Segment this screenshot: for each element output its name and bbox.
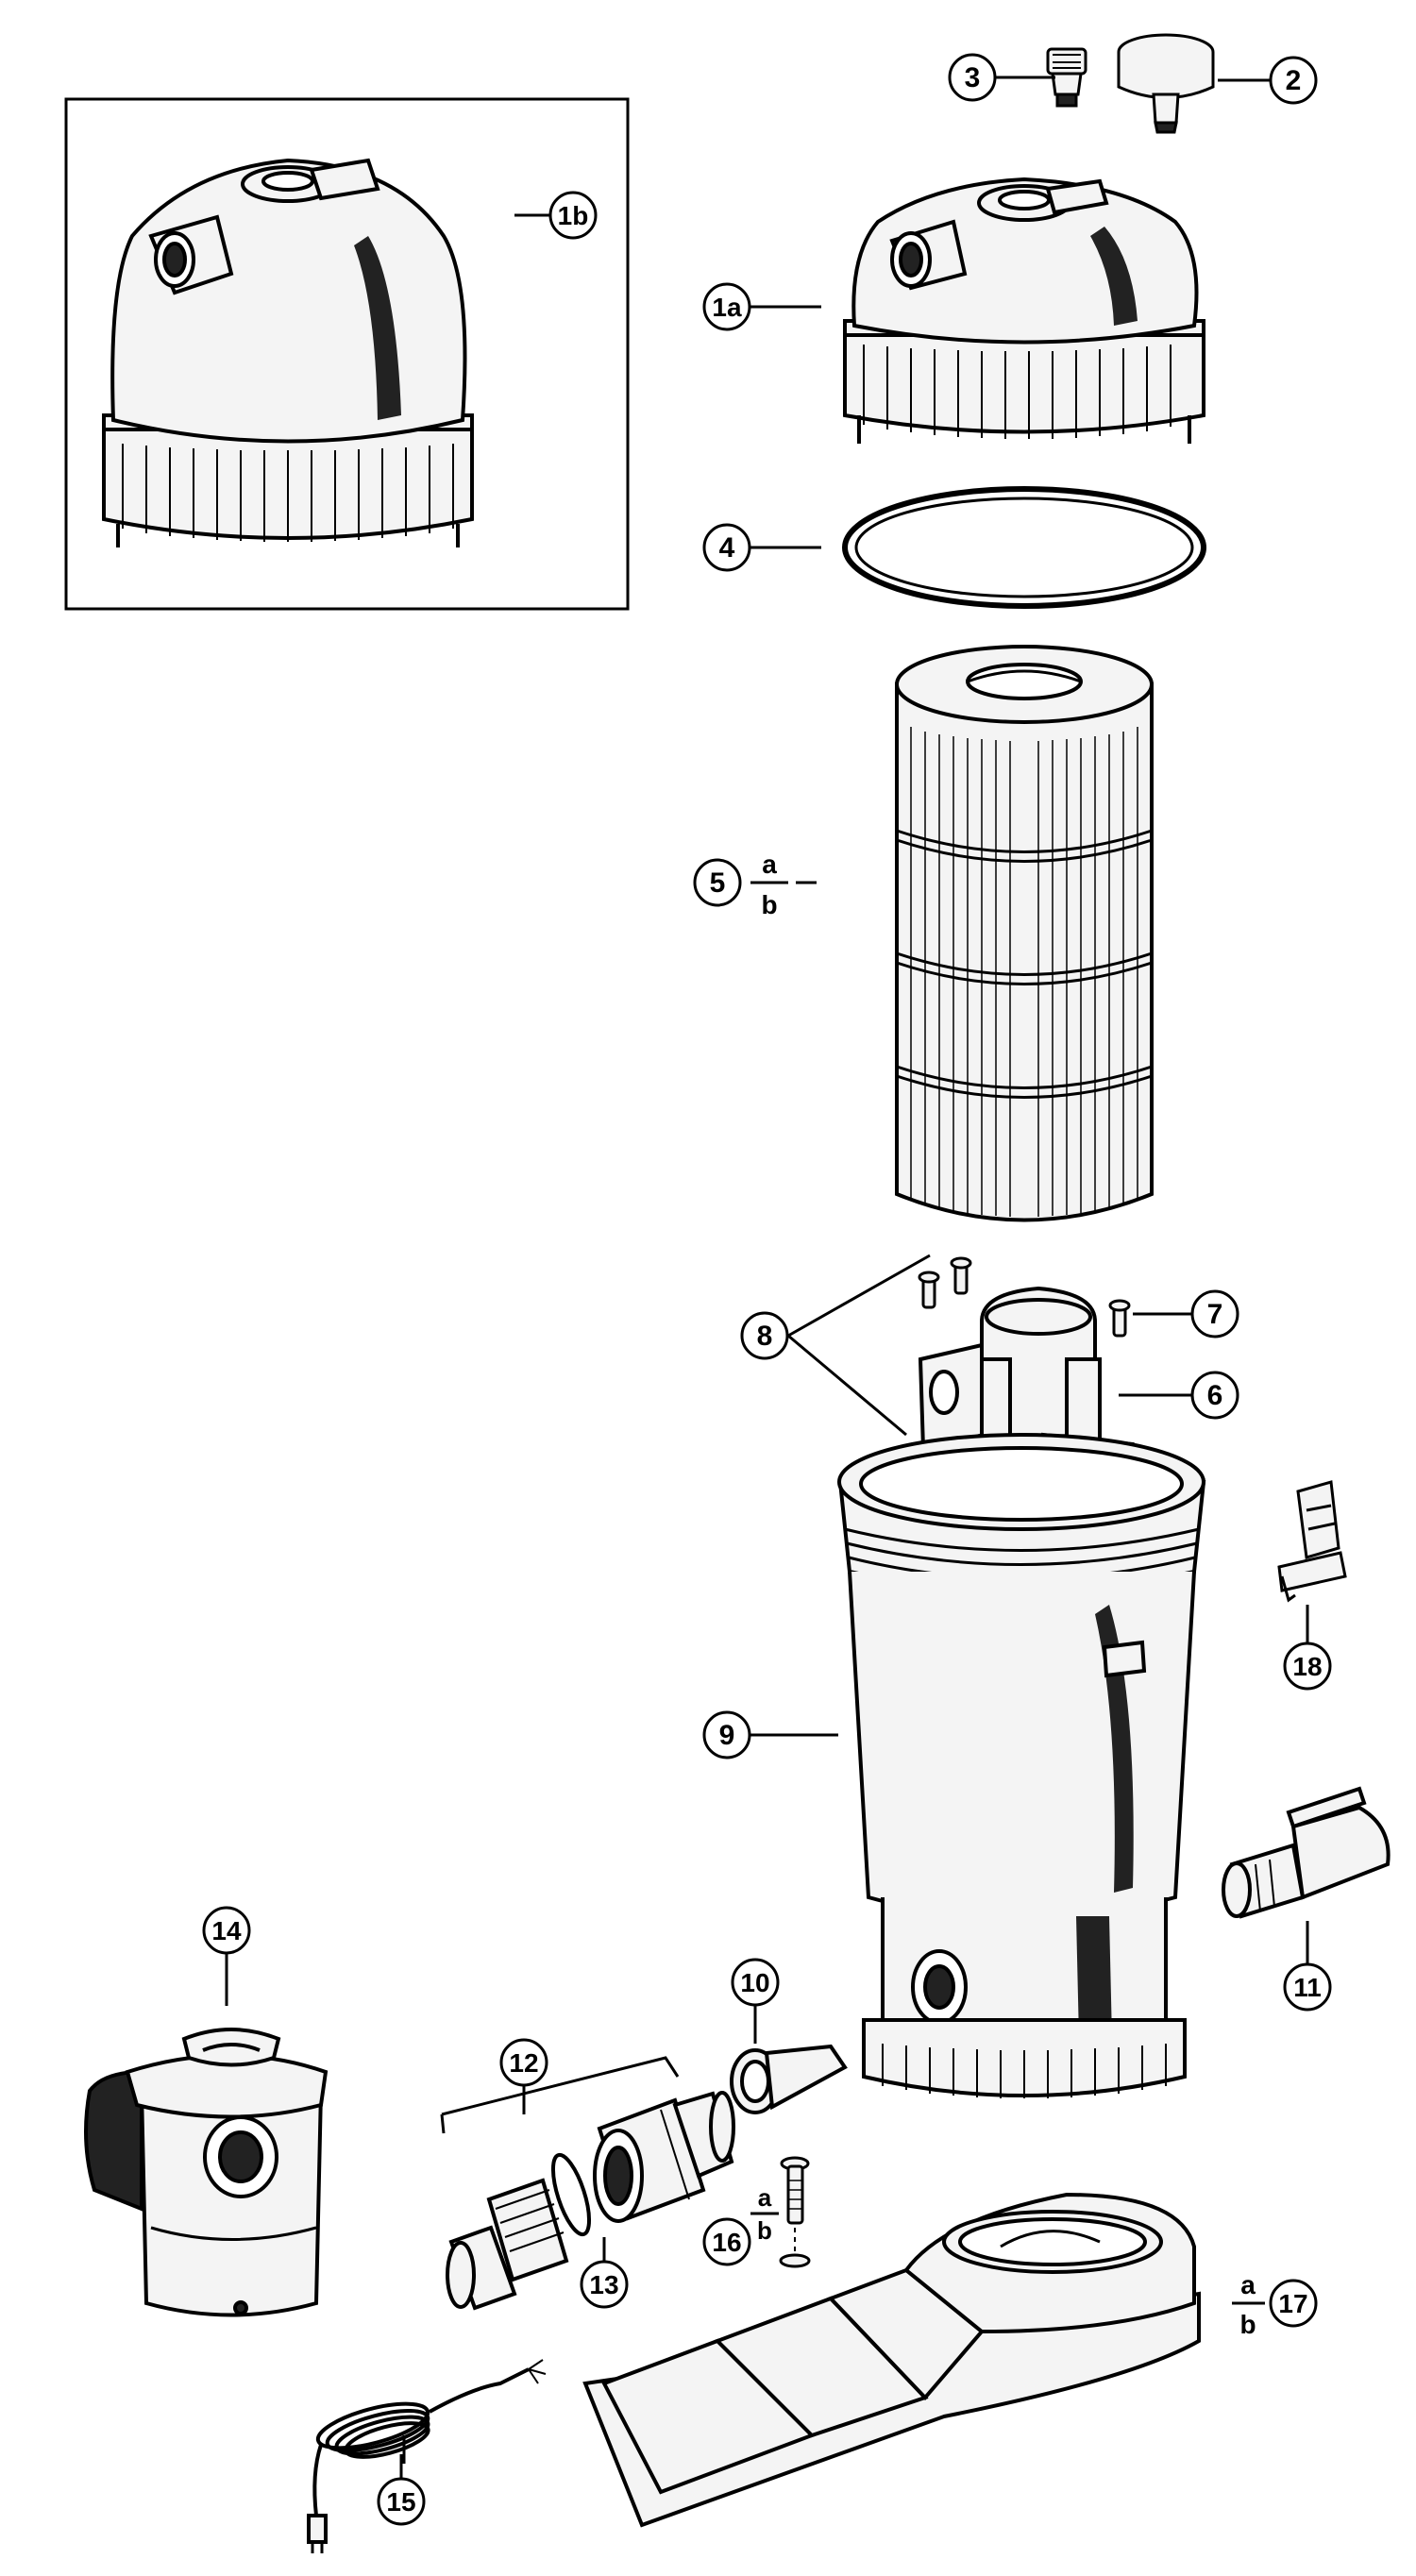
svg-text:1b: 1b: [558, 201, 589, 230]
callout-4: 4: [702, 523, 751, 572]
callout-14: 14: [202, 1906, 251, 1955]
part-8-screws: [918, 1256, 972, 1309]
svg-text:18: 18: [1292, 1652, 1322, 1681]
svg-text:6: 6: [1207, 1380, 1223, 1411]
callout-16: 16: [702, 2217, 751, 2266]
part-13-o-ring: [550, 2152, 592, 2237]
part-7-screw: [1108, 1299, 1131, 1338]
svg-text:8: 8: [757, 1321, 773, 1352]
callout-8: 8: [740, 1311, 789, 1360]
svg-text:5: 5: [710, 867, 726, 899]
callout-2: 2: [1269, 56, 1318, 105]
part-17-base-platform: [582, 2192, 1201, 2528]
callout-15: 15: [377, 2477, 426, 2526]
variant-16: a b: [750, 2183, 779, 2245]
part-1b-filter-lid-alt: [102, 158, 474, 547]
svg-text:12: 12: [509, 2048, 538, 2078]
svg-text:9: 9: [719, 1720, 735, 1751]
part-12-union-fitting: [446, 2091, 735, 2311]
svg-text:17: 17: [1278, 2289, 1307, 2318]
svg-text:b: b: [1239, 2310, 1256, 2339]
callout-13: 13: [580, 2260, 629, 2309]
callout-9: 9: [702, 1710, 751, 1759]
svg-text:a: a: [762, 850, 777, 879]
svg-text:3: 3: [965, 62, 981, 93]
part-4-o-ring: [842, 486, 1206, 609]
callout-5: 5: [693, 858, 742, 907]
callout-6: 6: [1190, 1371, 1239, 1420]
svg-text:10: 10: [740, 1968, 769, 1997]
callout-12: 12: [499, 2038, 548, 2087]
callout-1a: 1a: [702, 282, 751, 331]
svg-text:4: 4: [719, 532, 735, 564]
part-1a-filter-lid: [843, 177, 1205, 444]
part-5-filter-cartridge: [895, 645, 1154, 1222]
svg-text:b: b: [761, 890, 777, 919]
callout-10: 10: [731, 1958, 780, 2007]
callout-7: 7: [1190, 1289, 1239, 1339]
callout-18: 18: [1283, 1642, 1332, 1691]
part-3-air-relief-valve: [1046, 47, 1087, 108]
part-11-shutoff-valve: [1222, 1786, 1391, 1919]
svg-text:a: a: [1240, 2270, 1256, 2299]
svg-text:1a: 1a: [712, 293, 742, 322]
variant-17: a b: [1232, 2270, 1265, 2339]
callout-1b: 1b: [548, 191, 598, 240]
callout-3: 3: [948, 53, 997, 102]
part-15-power-cord: [307, 2359, 547, 2553]
variant-5: a b: [750, 850, 788, 919]
callout-11: 11: [1283, 1962, 1332, 2012]
part-2-pressure-gauge: [1117, 33, 1215, 134]
part-10-adapter: [730, 2044, 848, 2114]
part-9-filter-tank: [837, 1433, 1206, 2098]
svg-text:14: 14: [211, 1916, 242, 1945]
svg-text:2: 2: [1286, 65, 1302, 96]
svg-text:b: b: [757, 2216, 772, 2245]
part-16-bolt-and-washer: [779, 2156, 811, 2268]
part-18-clip: [1277, 1480, 1347, 1603]
svg-text:15: 15: [386, 2487, 415, 2517]
inset-frame: [64, 97, 630, 611]
svg-text:a: a: [758, 2183, 772, 2212]
svg-text:11: 11: [1293, 1973, 1322, 2002]
svg-text:7: 7: [1207, 1299, 1223, 1330]
leader-lines: [225, 76, 1309, 2478]
svg-text:13: 13: [589, 2270, 618, 2299]
part-14-pump: [84, 2028, 329, 2317]
svg-text:16: 16: [712, 2228, 741, 2257]
callout-17: 17: [1269, 2279, 1318, 2328]
